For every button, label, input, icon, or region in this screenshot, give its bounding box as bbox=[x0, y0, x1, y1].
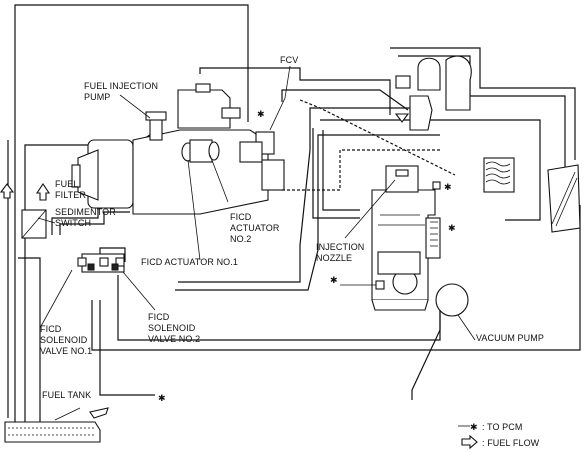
ficd-solenoid-valves bbox=[77, 253, 125, 273]
label-fcv: FCV bbox=[280, 55, 298, 65]
fuel-injection-pump bbox=[71, 83, 285, 215]
label-solenoid-valve-1: FICD bbox=[40, 324, 62, 334]
legend-pcm-text: : TO PCM bbox=[482, 422, 522, 432]
engine-connector bbox=[375, 280, 385, 290]
label-solenoid-valve-1: SOLENOID bbox=[40, 335, 88, 345]
label-solenoid-valve-1: VALVE NO.1 bbox=[40, 346, 92, 356]
label-fuel-tank: FUEL TANK bbox=[42, 390, 91, 400]
label-solenoid-valve-2: FICD bbox=[148, 312, 170, 322]
legend-flow-arrow bbox=[461, 434, 478, 450]
legend-pcm-symbol: ✱ bbox=[470, 422, 478, 432]
fuel-tank bbox=[4, 407, 109, 443]
label-fuel-injection-pump: PUMP bbox=[84, 92, 110, 102]
label-ficd-actuator-1: FICD ACTUATOR NO.1 bbox=[141, 257, 238, 267]
pcm-marker-solenoid: ✱ bbox=[158, 393, 166, 403]
pcm-marker-engine: ✱ bbox=[444, 182, 452, 192]
vacuum-pump bbox=[435, 283, 469, 317]
legend: ✱ : TO PCM : FUEL FLOW bbox=[458, 422, 540, 450]
label-fuel-filter: FUEL bbox=[55, 179, 78, 189]
vacuum-lines bbox=[91, 47, 581, 400]
pcm-marker-sensor: ✱ bbox=[448, 223, 456, 233]
legend-flow-text: : FUEL FLOW bbox=[482, 438, 540, 448]
leader-lines bbox=[37, 65, 476, 421]
label-ficd-actuator-2: NO.2 bbox=[230, 234, 251, 244]
label-ficd-actuator-2: ACTUATOR bbox=[230, 223, 280, 233]
label-fuel-injection-pump: FUEL INJECTION bbox=[84, 81, 158, 91]
label-vacuum-pump: VACUUM PUMP bbox=[476, 333, 544, 343]
pcm-marker-connector: ✱ bbox=[330, 275, 338, 285]
label-solenoid-valve-2: SOLENOID bbox=[148, 323, 196, 333]
label-sedimentor-switch: SEDIMENTOR bbox=[55, 207, 116, 217]
label-solenoid-valve-2: VALVE NO.2 bbox=[148, 334, 200, 344]
label-sedimentor-switch: SWITCH bbox=[55, 218, 91, 228]
label-ficd-actuator-2: FICD bbox=[230, 212, 252, 222]
label-injection-nozzle: NOZZLE bbox=[316, 253, 352, 263]
turbocharger bbox=[394, 55, 581, 233]
flow-arrow-up bbox=[35, 183, 51, 201]
pcm-marker-fcv: ✱ bbox=[257, 109, 265, 119]
label-fuel-filter: FILTER bbox=[55, 190, 86, 200]
fuel-lines bbox=[7, 4, 249, 422]
label-injection-nozzle: INJECTION bbox=[316, 242, 364, 252]
engine-block bbox=[371, 165, 441, 311]
flow-arrow-down bbox=[0, 183, 15, 199]
